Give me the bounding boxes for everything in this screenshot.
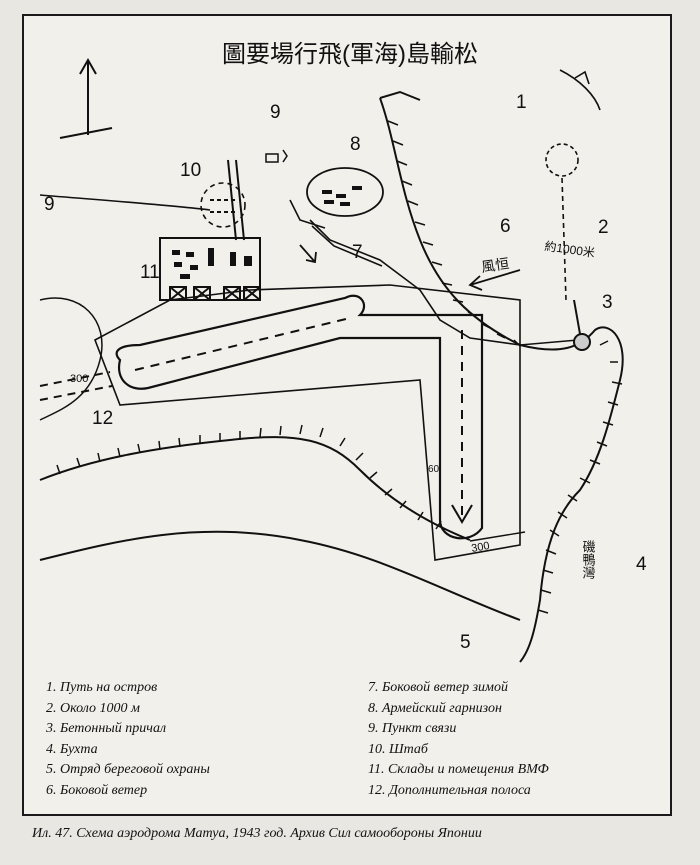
south-shoreline (39, 436, 521, 621)
dist-1000-annotation: 約1000米 (544, 238, 596, 260)
label-10: 10 (180, 160, 201, 181)
label-4: 4 (636, 554, 647, 575)
label-12: 12 (92, 408, 113, 429)
label-2: 2 (598, 217, 609, 238)
legend-item: 1. Путь на остров (46, 680, 158, 695)
south-hatching (56, 424, 442, 530)
legend-right-column: 7. Боковой ветер зимой 8. Армейский гарн… (368, 678, 549, 801)
islet (545, 69, 601, 301)
dist-300-bottom: 300 (470, 540, 490, 555)
label-9-comms: 9 (270, 102, 281, 123)
legend-item: 9. Пункт связи (368, 721, 457, 736)
legend-item: 3. Бетонный причал (46, 721, 167, 736)
warehouse-blocks (172, 248, 252, 279)
label-6: 6 (500, 216, 511, 237)
bay-label: 磯鴨灣 (581, 540, 596, 580)
north-arrow-icon (59, 57, 113, 139)
label-3: 3 (602, 292, 613, 313)
headquarters (200, 159, 246, 241)
cliff-hatching (387, 120, 623, 614)
legend-item: 6. Боковой ветер (46, 782, 148, 798)
label-5: 5 (460, 632, 471, 653)
legend-item: 4. Бухта (46, 741, 98, 757)
coastline-cliffs (379, 90, 624, 663)
army-garrison (306, 167, 384, 217)
label-1: 1 (516, 92, 527, 113)
legend-item: 2. Около 1000 м (46, 700, 140, 716)
legend-item: 12. Дополнительная полоса (368, 782, 531, 798)
legend-item: 8. Армейский гарнизон (368, 700, 502, 716)
legend-item: 5. Отряд береговой охраны (46, 762, 210, 777)
label-9-west: 9 (44, 194, 55, 215)
figure-caption: Ил. 47. Схема аэродрома Матуа, 1943 год.… (32, 826, 482, 841)
runway-arrow-icon (451, 504, 473, 524)
dim-line (469, 531, 526, 542)
legend-left-column: 1. Путь на остров 2. Около 1000 м 3. Бет… (46, 678, 210, 801)
airfield-diagram: 圖要場行飛(軍海)島輸松 (39, 41, 647, 663)
extra-strip (39, 371, 113, 401)
dist-60: 60 (428, 464, 440, 475)
wind-arrow-icon (299, 244, 521, 291)
concrete-pier (573, 299, 591, 351)
label-11: 11 (140, 262, 160, 283)
label-8: 8 (350, 134, 361, 155)
roads (39, 194, 579, 346)
legend-item: 7. Боковой ветер зимой (368, 680, 508, 695)
airfield-boundary (93, 284, 521, 561)
garrison-blocks (322, 186, 362, 206)
runway-centerline (134, 317, 463, 520)
wind-label: 風恒 (480, 255, 510, 275)
dist-300-left: 300 (70, 373, 88, 385)
west-shore (39, 297, 103, 421)
label-7: 7 (352, 242, 363, 263)
runway (115, 294, 484, 540)
navy-warehouses (159, 237, 261, 301)
legend-item: 10. Штаб (368, 741, 428, 757)
diagram-title: 圖要場行飛(軍海)島輸松 (222, 41, 478, 68)
figure-frame (22, 14, 672, 816)
legend-item: 11. Склады и помещения ВМФ (368, 762, 549, 777)
comms-point (265, 149, 288, 163)
